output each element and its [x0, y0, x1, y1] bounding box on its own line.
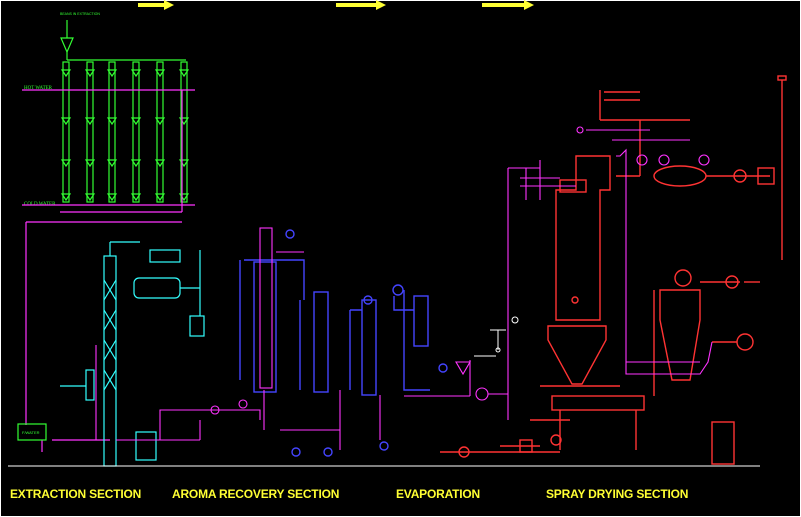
column-valve — [106, 159, 118, 168]
column-valve — [84, 193, 96, 202]
extraction-column — [180, 61, 188, 203]
aroma-piping — [95, 345, 261, 441]
extraction-column — [62, 61, 70, 203]
column-valve — [154, 117, 166, 126]
extraction-headers — [22, 89, 195, 452]
caption-extraction: EXTRACTION SECTION — [10, 487, 142, 501]
caption-spray-drying: SPRAY DRYING SECTION — [546, 487, 689, 501]
evaporator-bodies — [239, 229, 448, 457]
aroma-recovery-equipment — [60, 241, 205, 467]
column-valve — [178, 69, 190, 78]
column-valve — [106, 193, 118, 202]
column-valve — [154, 159, 166, 168]
extraction-column — [156, 61, 164, 203]
column-valve — [84, 159, 96, 168]
caption-aroma-recovery: AROMA RECOVERY SECTION — [172, 487, 340, 501]
spray-dryer-piping — [507, 126, 713, 420]
column-valve — [130, 69, 142, 78]
spray-dryer — [440, 75, 787, 465]
column-valve — [106, 117, 118, 126]
evaporator-piping — [259, 227, 508, 450]
column-valve — [106, 69, 118, 78]
column-valve — [84, 117, 96, 126]
extraction-columns — [60, 20, 190, 203]
feed-water-tank-label: F/WATER — [22, 430, 40, 435]
hot-water-label: HOT WATER — [24, 86, 53, 91]
column-valve — [84, 69, 96, 78]
column-valve — [154, 193, 166, 202]
column-valve — [130, 117, 142, 126]
instrument-symbols — [474, 316, 519, 357]
flow-arrow-3 — [482, 0, 534, 10]
extraction-column — [132, 61, 140, 203]
column-valve — [60, 69, 72, 78]
feed-note: BEANS IN EXTRACTION — [60, 12, 100, 16]
caption-evaporation: EVAPORATION — [396, 487, 481, 501]
extraction-column — [86, 61, 94, 203]
feed-water-tank — [17, 423, 47, 441]
column-valve — [154, 69, 166, 78]
column-valve — [60, 193, 72, 202]
column-valve — [60, 117, 72, 126]
extraction-column — [108, 61, 116, 203]
column-valve — [130, 193, 142, 202]
column-valve — [130, 159, 142, 168]
column-valve — [60, 159, 72, 168]
flow-arrow-2 — [336, 0, 386, 10]
flow-arrow-1 — [138, 0, 174, 10]
